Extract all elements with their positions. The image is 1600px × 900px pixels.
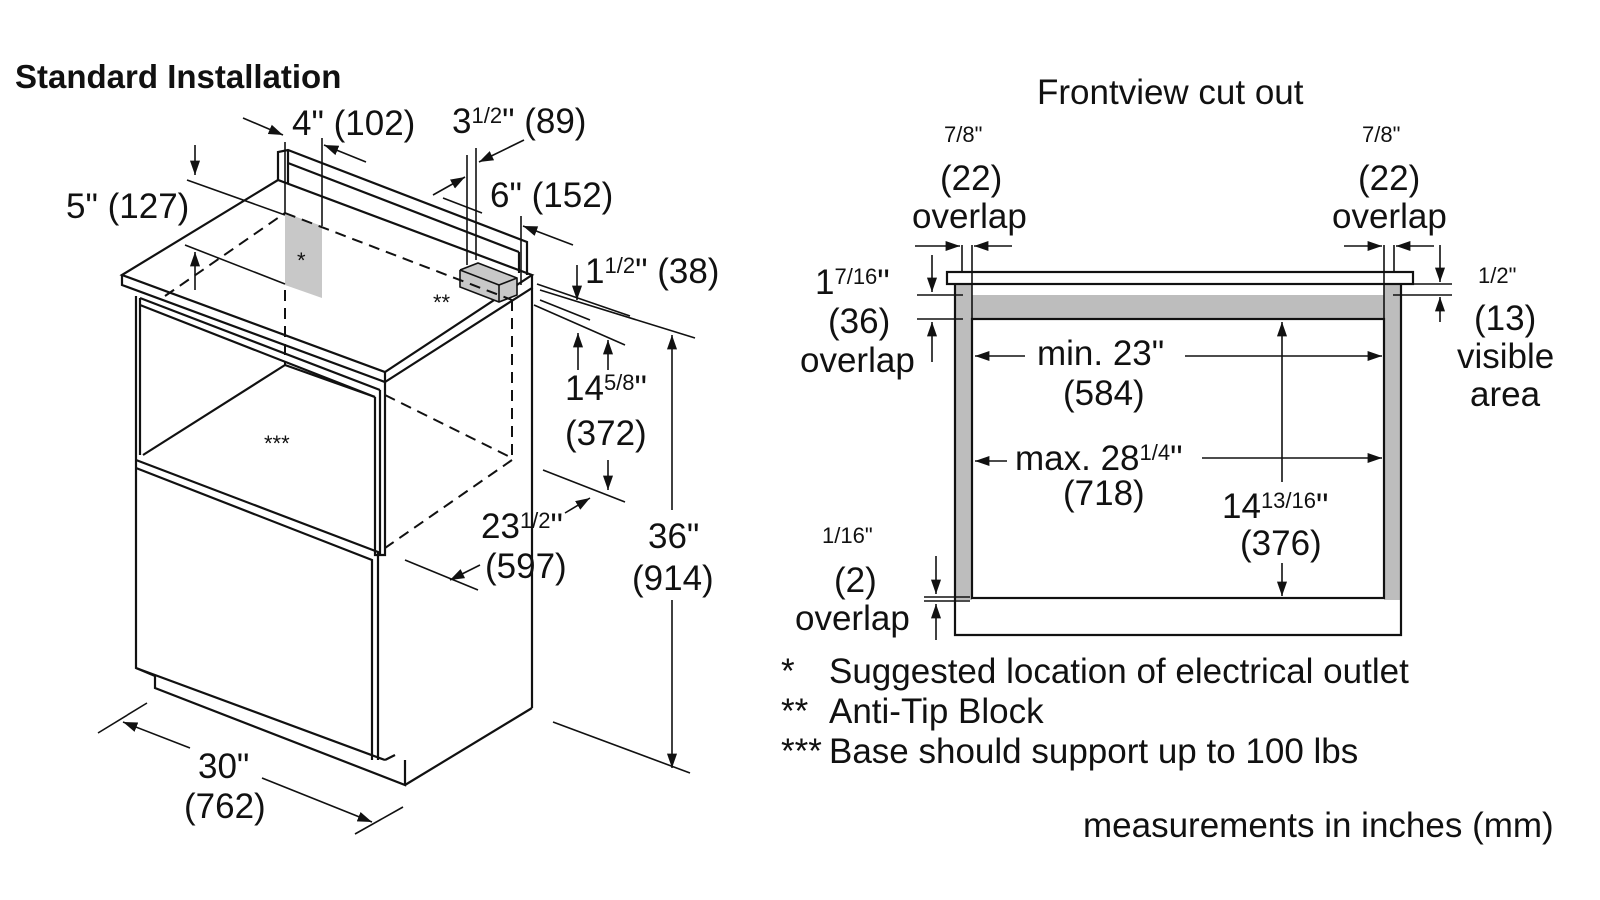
units-note: measurements in inches (mm) — [1083, 806, 1554, 845]
max-width-label: max. 281/4" — [1015, 439, 1183, 478]
right-overlap-frac: 7/8" — [1362, 122, 1400, 147]
top-overlap-label: overlap — [800, 341, 915, 380]
visible-mm: (13) — [1474, 299, 1536, 338]
visible-label-1: visible — [1457, 337, 1554, 376]
visible-frac: 1/2" — [1478, 263, 1516, 288]
dim-23-1-2-in: 231/2" — [481, 507, 563, 546]
anti-tip-marker: ** — [433, 290, 451, 315]
standard-installation-title: Standard Installation — [15, 58, 341, 95]
legend-mark-2: ** — [781, 692, 809, 731]
top-visible-band — [955, 295, 1385, 319]
legend-text-2: Anti-Tip Block — [829, 692, 1044, 731]
dim-6in: 6" (152) — [490, 176, 613, 215]
dim-14-5-8-mm: (372) — [565, 414, 647, 453]
min-width-mm: (584) — [1063, 374, 1145, 413]
left-overlap-mm: (22) — [940, 159, 1002, 198]
cabinet-front — [134, 296, 386, 762]
right-overlap-label: overlap — [1332, 197, 1447, 236]
dim-30-mm: (762) — [184, 787, 266, 826]
legend-mark-1: * — [781, 652, 795, 691]
top-overlap-value: 17/16" — [815, 263, 890, 302]
dim-14-5-8-in: 145/8" — [565, 369, 647, 408]
legend-text-1: Suggested location of electrical outlet — [829, 652, 1409, 691]
min-width-label: min. 23" — [1037, 334, 1164, 373]
base-support-marker: *** — [264, 431, 290, 456]
left-overlap-frac: 7/8" — [944, 122, 982, 147]
dim-36-mm: (914) — [632, 559, 714, 598]
frontview-dimensions: 7/8" (22) overlap 7/8" (22) overlap 17/1… — [795, 122, 1554, 640]
legend-mark-3: *** — [781, 732, 822, 771]
appliance-top-trim — [945, 270, 1415, 286]
dim-3-1-2-in: 31/2" (89) — [452, 102, 586, 141]
dim-30-in: 30" — [198, 747, 249, 786]
height-mm: (376) — [1240, 524, 1322, 563]
outlet-area — [285, 213, 322, 298]
visible-label-2: area — [1470, 375, 1541, 414]
right-overlap-mm: (22) — [1358, 159, 1420, 198]
bottom-overlap-label: overlap — [795, 599, 910, 638]
dim-36-in: 36" — [648, 517, 699, 556]
cabinet-drawing: * ** *** — [119, 148, 535, 787]
dim-5in: 5" (127) — [66, 187, 189, 226]
cutout-opening — [970, 317, 1386, 600]
niche-floor-edge — [142, 364, 286, 456]
legend-text-3: Base should support up to 100 lbs — [829, 732, 1358, 771]
bottom-overlap-mm: (2) — [834, 561, 877, 600]
anti-tip-block — [460, 263, 517, 302]
frontview-title: Frontview cut out — [1037, 73, 1304, 112]
dim-23-1-2-mm: (597) — [485, 547, 567, 586]
height-value: 1413/16" — [1222, 487, 1328, 526]
max-width-mm: (718) — [1063, 474, 1145, 513]
cutout-outer — [953, 284, 1403, 637]
legend: * Suggested location of electrical outle… — [781, 652, 1409, 771]
right-side-band — [1384, 285, 1401, 600]
countertop-front-edge — [120, 275, 387, 384]
frontview-drawing — [945, 245, 1415, 637]
dim-4in: 4" (102) — [292, 104, 415, 143]
left-overlap-label: overlap — [912, 197, 1027, 236]
left-dimensions: 4" (102) 31/2" (89) 6" (152) 5" (127) 11… — [66, 102, 719, 835]
top-overlap-mm: (36) — [828, 302, 890, 341]
bottom-overlap-frac: 1/16" — [822, 523, 873, 548]
left-side-band — [955, 285, 972, 600]
outlet-marker: * — [297, 248, 306, 273]
dim-1-1-2-in: 11/2" (38) — [585, 252, 719, 291]
